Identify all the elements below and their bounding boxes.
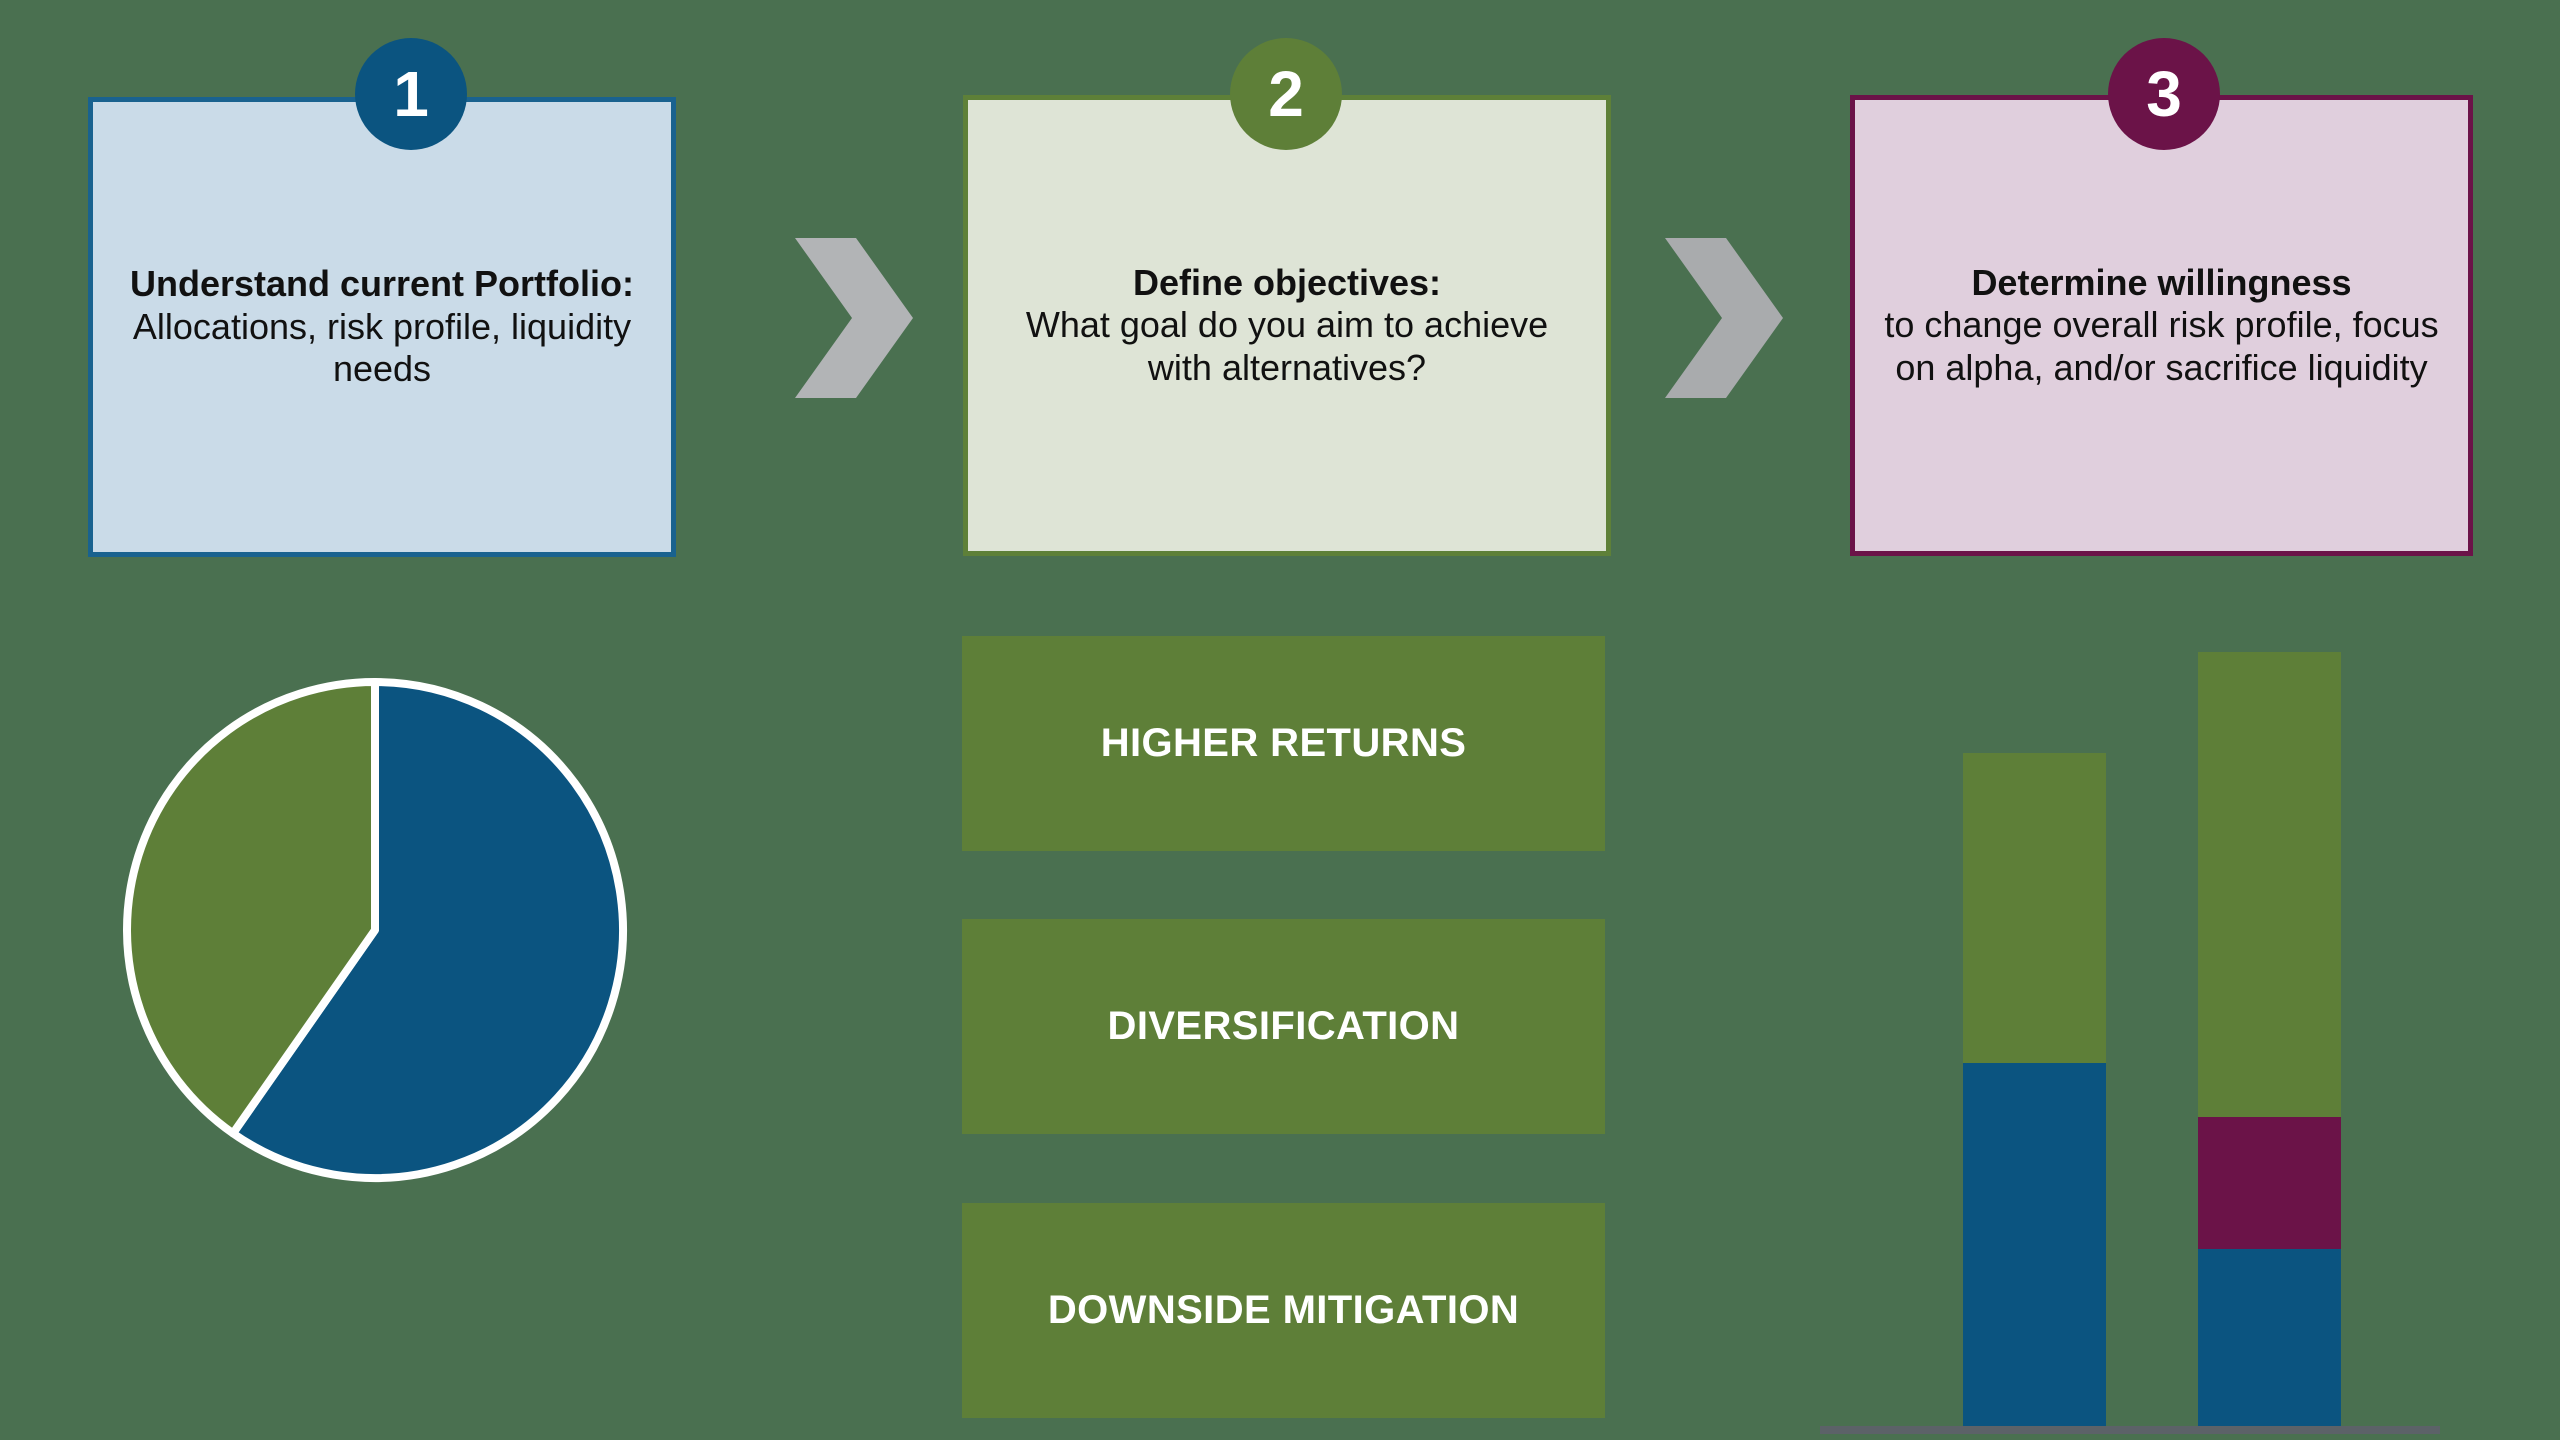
step-number-badge-2: 2 <box>1230 38 1342 150</box>
step-number-badge-1: 1 <box>355 38 467 150</box>
bar-column-adjusted-profile <box>2198 652 2341 1427</box>
step-number-2: 2 <box>1268 58 1304 130</box>
step-number-1: 1 <box>393 58 429 130</box>
step-1-body: Allocations, risk profile, liquidity nee… <box>132 305 632 390</box>
objective-label-2: DOWNSIDE MITIGATION <box>1047 1288 1520 1332</box>
step-box-1: Understand current Portfolio: Allocation… <box>88 97 676 557</box>
pie-slice <box>123 678 379 1138</box>
bar-segment <box>2198 652 2341 1117</box>
step-3-title: Determine willingness <box>1971 261 2352 303</box>
pie-chart-svg <box>123 678 627 1182</box>
step-2-body: What goal do you aim to achieve with alt… <box>1025 304 1549 388</box>
bar-segment <box>2198 1248 2341 1427</box>
objective-banner-downside-mitigation[interactable]: DOWNSIDE MITIGATION <box>962 1203 1605 1418</box>
step-1-title: Understand current Portfolio: <box>129 263 635 305</box>
step-3-body: to change overall risk profile, focus on… <box>1884 304 2439 388</box>
bar-segment <box>1963 752 2106 1063</box>
bar-segment <box>1963 1062 2106 1427</box>
step-box-3: Determine willingness to change overall … <box>1850 95 2473 556</box>
step-number-badge-3: 3 <box>2108 38 2220 150</box>
bar-segment <box>2198 1117 2341 1249</box>
objective-label-0: HIGHER RETURNS <box>1100 721 1467 765</box>
objective-banner-higher-returns[interactable]: HIGHER RETURNS <box>962 636 1605 851</box>
risk-profile-bar-chart <box>1820 640 2560 1440</box>
objective-banner-diversification[interactable]: DIVERSIFICATION <box>962 919 1605 1134</box>
step-box-2: Define objectives: What goal do you aim … <box>963 95 1611 556</box>
step-number-3: 3 <box>2146 58 2182 130</box>
chevron-right-icon-1 <box>795 238 913 398</box>
portfolio-pie-chart <box>88 640 768 1220</box>
chevron-right-icon-2 <box>1665 238 1783 398</box>
objective-label-1: DIVERSIFICATION <box>1107 1004 1460 1048</box>
pie-slice <box>229 678 627 1182</box>
bar-column-current-profile <box>1963 752 2106 1427</box>
step-2-title: Define objectives: <box>1132 261 1442 303</box>
bar-chart-axis-line <box>1820 1426 2440 1434</box>
